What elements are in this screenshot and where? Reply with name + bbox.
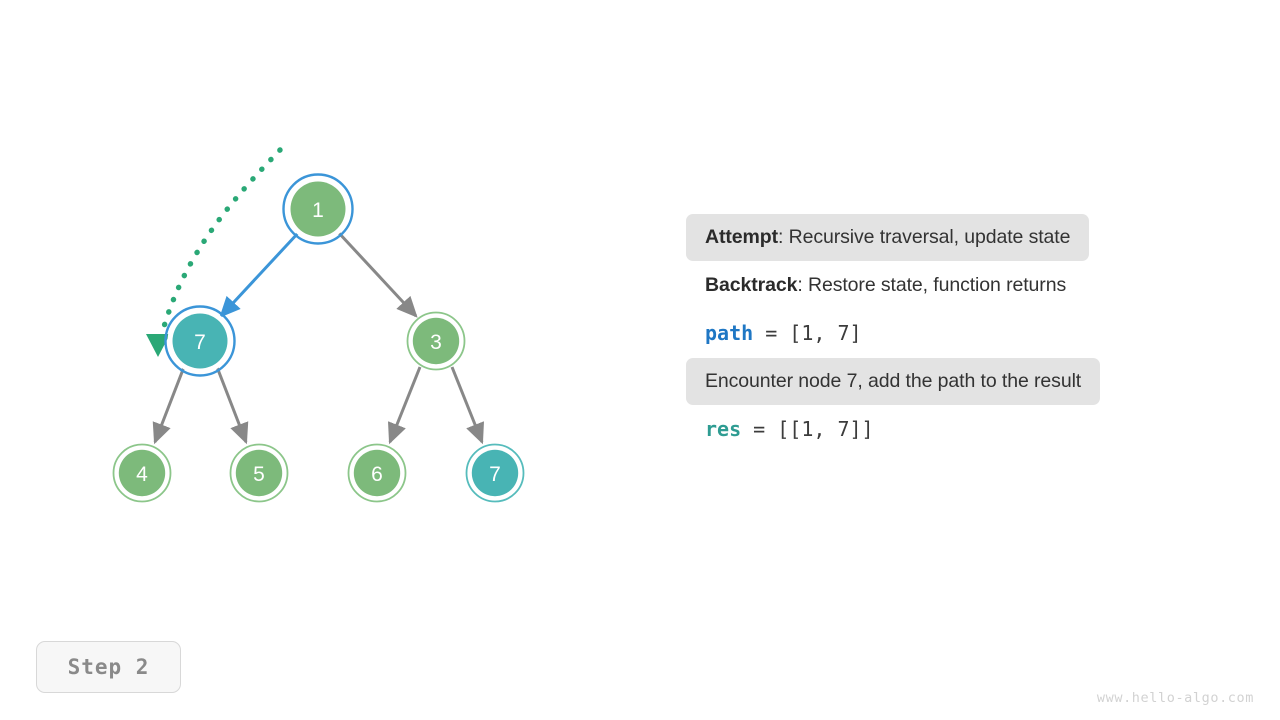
binary-tree-graphic: 1 7 3 4	[112, 147, 525, 503]
tree-node-5[interactable]: 5	[229, 443, 289, 503]
tree-edges	[152, 230, 485, 445]
tree-node-1[interactable]: 1	[282, 173, 354, 245]
path-variable-name: path	[705, 321, 754, 345]
path-code-line: path = [1, 7]	[705, 321, 862, 345]
tree-nodes: 1 7 3 4	[112, 173, 525, 503]
tree-node-7-left-label: 7	[194, 331, 206, 354]
res-variable-name: res	[705, 417, 742, 441]
panel-row-encounter: Encounter node 7, add the path to the re…	[686, 357, 1206, 405]
attempt-rest: : Recursive traversal, update state	[777, 225, 1071, 248]
explanation-panel: Attempt: Recursive traversal, update sta…	[686, 213, 1206, 453]
backtrack-text: Backtrack: Restore state, function retur…	[705, 274, 1066, 297]
step-badge: Step 2	[36, 641, 181, 693]
panel-row-backtrack: Backtrack: Restore state, function retur…	[686, 261, 1206, 309]
tree-node-6-label: 6	[371, 463, 383, 486]
res-expression: = [[1, 7]]	[741, 417, 874, 441]
tree-node-7-right-label: 7	[489, 463, 501, 486]
tree-node-1-label: 1	[312, 199, 324, 222]
edge-1-to-7	[219, 230, 301, 318]
tree-node-7-right[interactable]: 7	[465, 443, 525, 503]
backtrack-path-dotted-curve	[146, 147, 283, 357]
tree-node-4[interactable]: 4	[112, 443, 172, 503]
encounter-text: Encounter node 7, add the path to the re…	[705, 369, 1082, 392]
panel-row-attempt: Attempt: Recursive traversal, update sta…	[686, 213, 1206, 261]
backtrack-rest: : Restore state, function returns	[797, 273, 1067, 296]
backtrack-row: Backtrack: Restore state, function retur…	[686, 262, 1085, 309]
tree-node-4-label: 4	[136, 463, 148, 486]
step-badge-label: Step 2	[67, 655, 150, 679]
tree-diagram-panel: 1 7 3 4	[112, 147, 525, 503]
panel-row-path: path = [1, 7]	[686, 309, 1206, 357]
tree-node-3-label: 3	[430, 331, 442, 354]
edge-3-to-7	[450, 366, 485, 445]
attempt-text: Attempt: Recursive traversal, update sta…	[705, 226, 1070, 249]
watermark: www.hello-algo.com	[1096, 690, 1254, 706]
tree-node-3[interactable]: 3	[406, 311, 466, 371]
encounter-highlight-box: Encounter node 7, add the path to the re…	[686, 357, 1101, 405]
res-code-line: res = [[1, 7]]	[705, 417, 874, 441]
tree-node-7-left[interactable]: 7	[164, 305, 236, 377]
backtrack-triangle-icon	[146, 334, 170, 357]
tree-node-6[interactable]: 6	[347, 443, 407, 503]
edge-1-to-3	[336, 230, 418, 318]
path-expression: = [1, 7]	[753, 321, 862, 345]
edge-7-to-4	[152, 366, 186, 445]
attempt-highlight-box: Attempt: Recursive traversal, update sta…	[686, 213, 1090, 261]
tree-node-5-label: 5	[253, 463, 265, 486]
panel-row-res: res = [[1, 7]]	[686, 405, 1206, 453]
path-row: path = [1, 7]	[686, 310, 881, 357]
res-row: res = [[1, 7]]	[686, 406, 893, 453]
edge-7-to-5	[215, 366, 249, 445]
attempt-bold-label: Attempt	[705, 225, 778, 248]
backtrack-bold-label: Backtrack	[705, 273, 798, 296]
edge-3-to-6	[387, 366, 422, 445]
